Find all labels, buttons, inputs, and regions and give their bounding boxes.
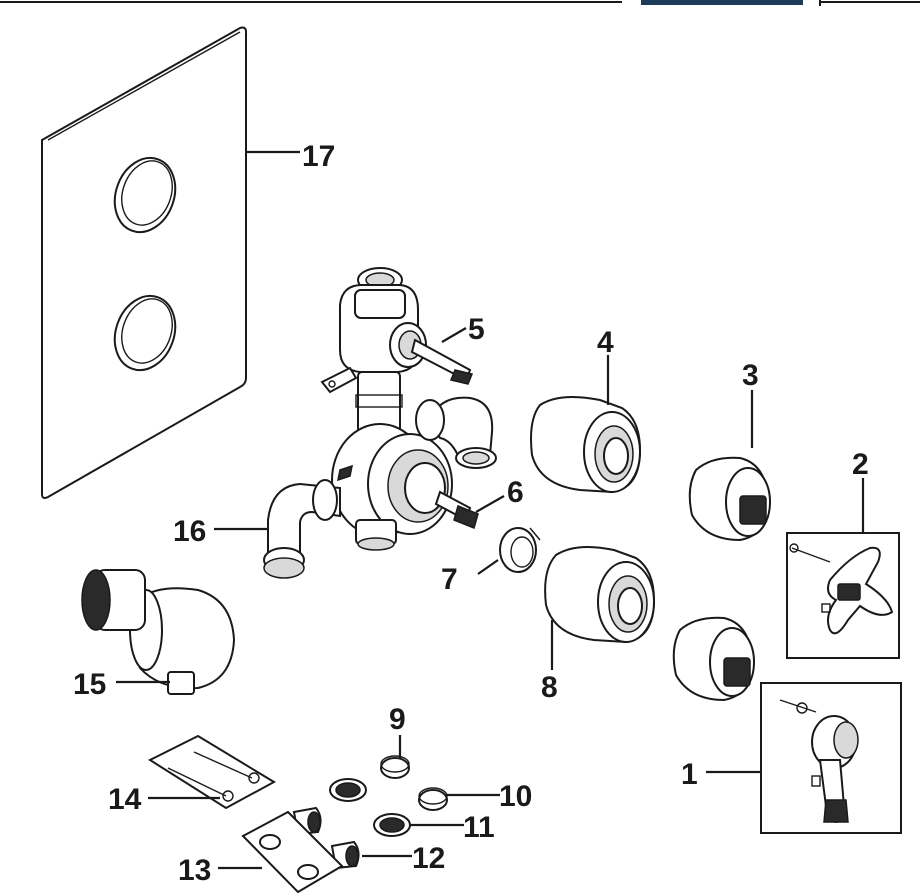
- callout-4: 4: [597, 326, 614, 359]
- header-bars: [0, 0, 920, 6]
- callout-5: 5: [468, 313, 485, 346]
- callout-10: 10: [499, 780, 532, 813]
- callout-1: 1: [681, 758, 698, 791]
- leader-lines: [116, 150, 865, 870]
- part-4-shroud: [530, 395, 642, 494]
- header-accent-tab[interactable]: [641, 0, 803, 5]
- callout-8: 8: [541, 671, 558, 704]
- callout-16: 16: [173, 515, 206, 548]
- callout-17: 17: [302, 140, 335, 173]
- callout-15: 15: [73, 668, 106, 701]
- part-7-ring: [499, 527, 541, 573]
- callout-labels: 17 5 4 3 2 6 16 7 15 8 9 1 10 14 11 12 1…: [73, 140, 869, 887]
- part-1-lever-handle: [760, 682, 902, 834]
- callout-2: 2: [852, 448, 869, 481]
- callout-9: 9: [389, 703, 406, 736]
- callout-12: 12: [412, 842, 445, 875]
- small-parts: [292, 755, 448, 870]
- callout-11: 11: [463, 811, 495, 844]
- part-8-shroud: [544, 545, 656, 644]
- callout-7: 7: [441, 563, 458, 596]
- part-2-cross-handle: [786, 532, 900, 659]
- callout-14: 14: [108, 783, 142, 816]
- callout-6: 6: [507, 476, 524, 509]
- part-14-screw-pack: [147, 734, 277, 810]
- part-3-adaptor-upper: [688, 456, 771, 542]
- valve-body-assembly: [263, 267, 497, 579]
- part-3-adaptor-lower: [672, 616, 755, 702]
- part-17-wall-plate: [41, 26, 247, 499]
- callout-3: 3: [742, 359, 759, 392]
- callout-13: 13: [178, 854, 211, 887]
- part-13-ring-pack: [241, 810, 344, 894]
